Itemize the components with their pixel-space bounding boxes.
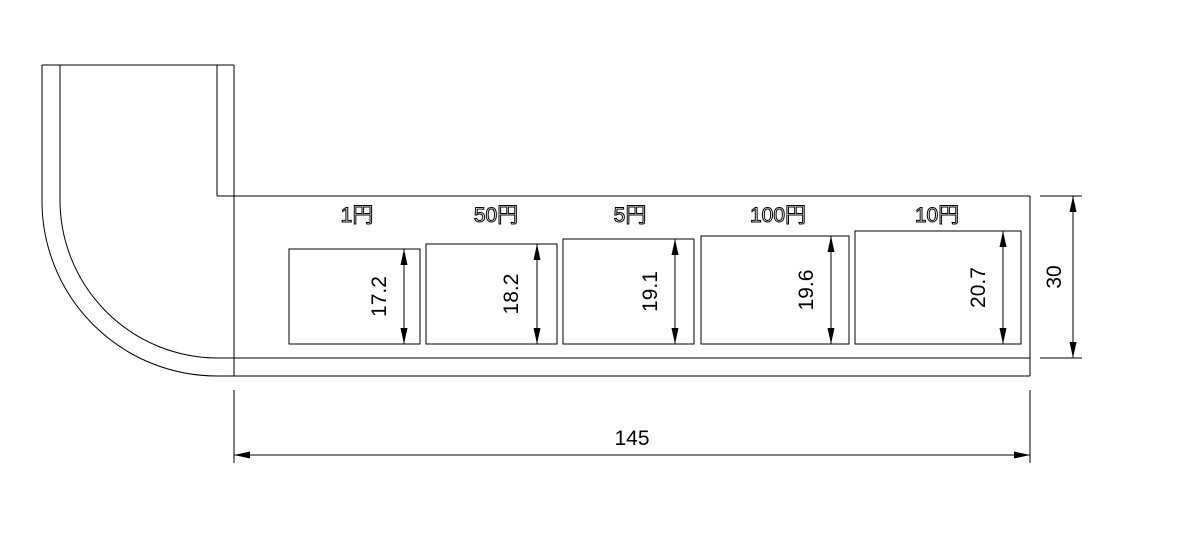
arrow-head	[400, 328, 408, 344]
arrow-head	[671, 239, 679, 255]
tray-outline	[41, 64, 1031, 377]
coin-label: 50円	[474, 204, 518, 227]
arrow-head	[827, 236, 835, 252]
length-dimension: 145	[233, 390, 1031, 463]
arrow-head	[533, 328, 541, 344]
slot-rect	[425, 243, 558, 345]
slot-dimension-label: 20.7	[967, 267, 990, 308]
length-label: 145	[614, 427, 649, 450]
coin-slot: 1円 17.2	[288, 204, 421, 345]
slot-dimension-label: 17.2	[368, 276, 391, 317]
arrow-head	[827, 328, 835, 344]
arrow-head	[533, 244, 541, 260]
slot-dimension-label: 19.6	[795, 270, 818, 311]
slot-dimension-label: 19.1	[639, 271, 662, 312]
arrow-head	[999, 328, 1007, 344]
height-dimension: 30	[1040, 195, 1082, 359]
coin-slots: 1円 17.2 50円 18.2 5円 19.1 100円 19.6 10円 20.7	[288, 204, 1022, 345]
slot-rect	[562, 238, 695, 345]
arrow-head	[400, 249, 408, 265]
coin-label: 5円	[614, 204, 647, 227]
slot-rect	[700, 235, 850, 345]
coin-label: 10円	[915, 204, 959, 227]
slot-dimension-label: 18.2	[500, 274, 523, 315]
coin-label: 1円	[341, 204, 374, 227]
slot-rect	[854, 230, 1022, 345]
slot-rect	[288, 248, 421, 345]
arrow-head	[671, 328, 679, 344]
coin-label: 100円	[750, 204, 806, 227]
coin-slot: 50円 18.2	[425, 204, 558, 345]
coin-slot: 5円 19.1	[562, 204, 695, 345]
coin-slot: 100円 19.6	[700, 204, 850, 345]
coin-slot: 10円 20.7	[854, 204, 1022, 345]
height-label: 30	[1043, 265, 1066, 288]
arrow-head	[999, 231, 1007, 247]
